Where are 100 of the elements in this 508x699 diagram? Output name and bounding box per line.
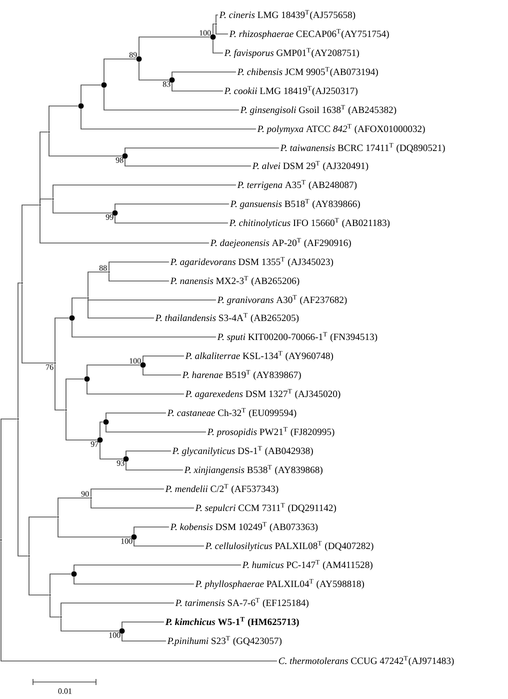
- bootstrap-value: 89: [129, 52, 137, 58]
- bootstrap-value: 100: [130, 358, 141, 364]
- branch-line: [74, 576, 194, 584]
- branch-line: [126, 462, 184, 470]
- taxon-label: P. tarimensis SA-7-6$^{T}$ (EF125184): [175, 598, 308, 608]
- taxon-label: P. granivorans A30$^{T}$ (AF237682): [217, 294, 347, 306]
- branch-line: [90, 498, 194, 508]
- taxon-label: P. harenae B519$^{T}$ (AY839867): [182, 370, 301, 380]
- taxon-label: P. favisporus GMP01$^{T}$(AY208751): [224, 48, 359, 58]
- branch-line: [86, 364, 140, 376]
- taxon-label: P. cellulosilyticus PALXIL08$^{T}$ (DQ407282): [205, 540, 374, 552]
- taxon-label: P. daejeonensis AP-20$^{T}$ (AF290916): [210, 238, 351, 248]
- taxon-label: C. thermotolerans CCUG 47242$^{T}$(AJ971483): [278, 656, 454, 666]
- branch-line: [80, 108, 256, 130]
- branch-line: [18, 420, 28, 556]
- branch-line: [142, 356, 184, 362]
- taxon-label: P. polymyxa ATCC 842$^{T}$ (AFOX01000032): [257, 124, 425, 134]
- branch-line: [104, 88, 240, 110]
- branch-line: [172, 72, 236, 78]
- taxon-label: P. cookii LMG 18419$^{T}$(AJ250317): [224, 86, 358, 96]
- scale-label: 0.01: [58, 688, 72, 694]
- bootstrap-value: 90: [81, 491, 89, 497]
- branch-line: [134, 540, 204, 546]
- branch-line: [124, 158, 252, 166]
- branch-line: [18, 282, 22, 418]
- branch-line: [216, 14, 218, 24]
- branch-line: [124, 148, 280, 154]
- branch-line: [58, 498, 90, 516]
- branch-line: [114, 204, 230, 210]
- taxon-label: P. kobensis DSM 10249$^{T}$ (AB073363): [170, 522, 318, 532]
- branch-line: [86, 382, 184, 394]
- branch-line: [66, 378, 84, 410]
- branch-line: [66, 410, 98, 440]
- bootstrap-value: 97: [90, 441, 98, 447]
- branch-line: [88, 298, 154, 318]
- branch-line: [172, 82, 224, 92]
- taxon-label: P.pinihumi S23$^{T}$ (GQ423057): [167, 636, 282, 646]
- bootstrap-value: 100: [200, 30, 211, 36]
- branch-line: [126, 450, 172, 456]
- branch-line: [138, 62, 170, 80]
- branch-line: [52, 184, 236, 198]
- branch-line: [88, 272, 108, 298]
- taxon-label: P. cineris LMG 18439$^{T}$(AJ575658): [219, 10, 356, 20]
- branch-line: [212, 40, 224, 54]
- taxon-label: P. castaneae Ch-32$^{T}$ (EU099594): [167, 408, 296, 418]
- branch-line: [134, 526, 170, 534]
- branch-line: [60, 618, 120, 632]
- taxon-label: P. gansuensis B518$^{T}$ (AY839866): [230, 198, 360, 210]
- branch-line: [28, 556, 50, 596]
- branch-line: [48, 132, 122, 156]
- branch-line: [106, 424, 206, 432]
- bootstrap-value: 99: [106, 214, 114, 220]
- branch-line: [22, 284, 54, 364]
- branch-line: [88, 298, 216, 300]
- taxon-label: P. chitinolyticus IFO 15660$^{T}$ (AB021183): [229, 218, 390, 228]
- taxon-label: P. prosopidis PW21$^{T}$ (FJ820995): [207, 426, 334, 438]
- bootstrap-value: 100: [121, 538, 132, 544]
- bootstrap-value: 98: [116, 157, 124, 163]
- branch-line: [0, 540, 278, 662]
- branch-line: [72, 298, 88, 316]
- taxon-label: P. kimchicus W5-1$^{T}$ (HM625713): [165, 616, 299, 628]
- branch-line: [48, 106, 78, 132]
- branch-line: [212, 24, 216, 34]
- branch-line: [100, 422, 104, 438]
- branch-line: [50, 596, 60, 618]
- taxon-label: P. agarexedens DSM 1327$^{T}$ (AJ345020): [185, 388, 340, 400]
- taxon-label: P. nanensis MX2-3$^{T}$ (AB265206): [170, 276, 300, 286]
- branch-line: [108, 262, 170, 272]
- branch-line: [216, 24, 228, 34]
- branch-line: [54, 364, 66, 410]
- branch-line: [54, 318, 70, 362]
- branch-line: [142, 368, 182, 376]
- taxon-label: P. agaridevorans DSM 1355$^{T}$ (AJ345023): [170, 256, 334, 268]
- branch-line: [58, 518, 132, 538]
- taxon-label: P. taiwanensis BCRC 17411$^{T}$ (DQ890521): [280, 142, 445, 154]
- taxon-label: P. chibensis JCM 9905$^{T}$(AB073194): [237, 66, 378, 78]
- bootstrap-value: 76: [46, 364, 54, 370]
- branch-line: [100, 442, 124, 460]
- branch-line: [90, 488, 164, 498]
- taxon-label: P. alkaliterrae KSL-134$^{T}$ (AY960748): [185, 350, 334, 362]
- branch-line: [22, 204, 40, 282]
- branch-line: [0, 418, 18, 540]
- taxon-label: P. glycanilyticus DS-1$^{T}$ (AB042938): [172, 446, 313, 456]
- taxon-label: P. humicus PC-147$^{T}$ (AM411528): [242, 560, 372, 570]
- taxon-label: P. ginsengisoli Gsoil 1638$^{T}$ (AB245382): [240, 104, 396, 116]
- branch-line: [104, 58, 136, 82]
- branch-line: [108, 272, 170, 282]
- bootstrap-value: 100: [109, 632, 120, 638]
- bootstrap-value: 93: [116, 460, 124, 466]
- taxon-label: P. rhizosphaerae CECAP06$^{T}$(AY751754): [229, 28, 389, 40]
- branch-line: [114, 216, 228, 224]
- taxon-label: P. sputi KIT00200-70066-1$^{T}$ (FN394513): [217, 332, 378, 342]
- branch-line: [106, 412, 166, 420]
- branch-line: [138, 36, 210, 56]
- bootstrap-value: 83: [162, 81, 170, 87]
- branch-line: [80, 84, 102, 104]
- branch-line: [72, 320, 216, 338]
- taxon-label: P. alvei DSM 29$^{T}$ (AJ320491): [252, 160, 368, 172]
- branch-line: [28, 516, 58, 556]
- branch-line: [52, 200, 112, 214]
